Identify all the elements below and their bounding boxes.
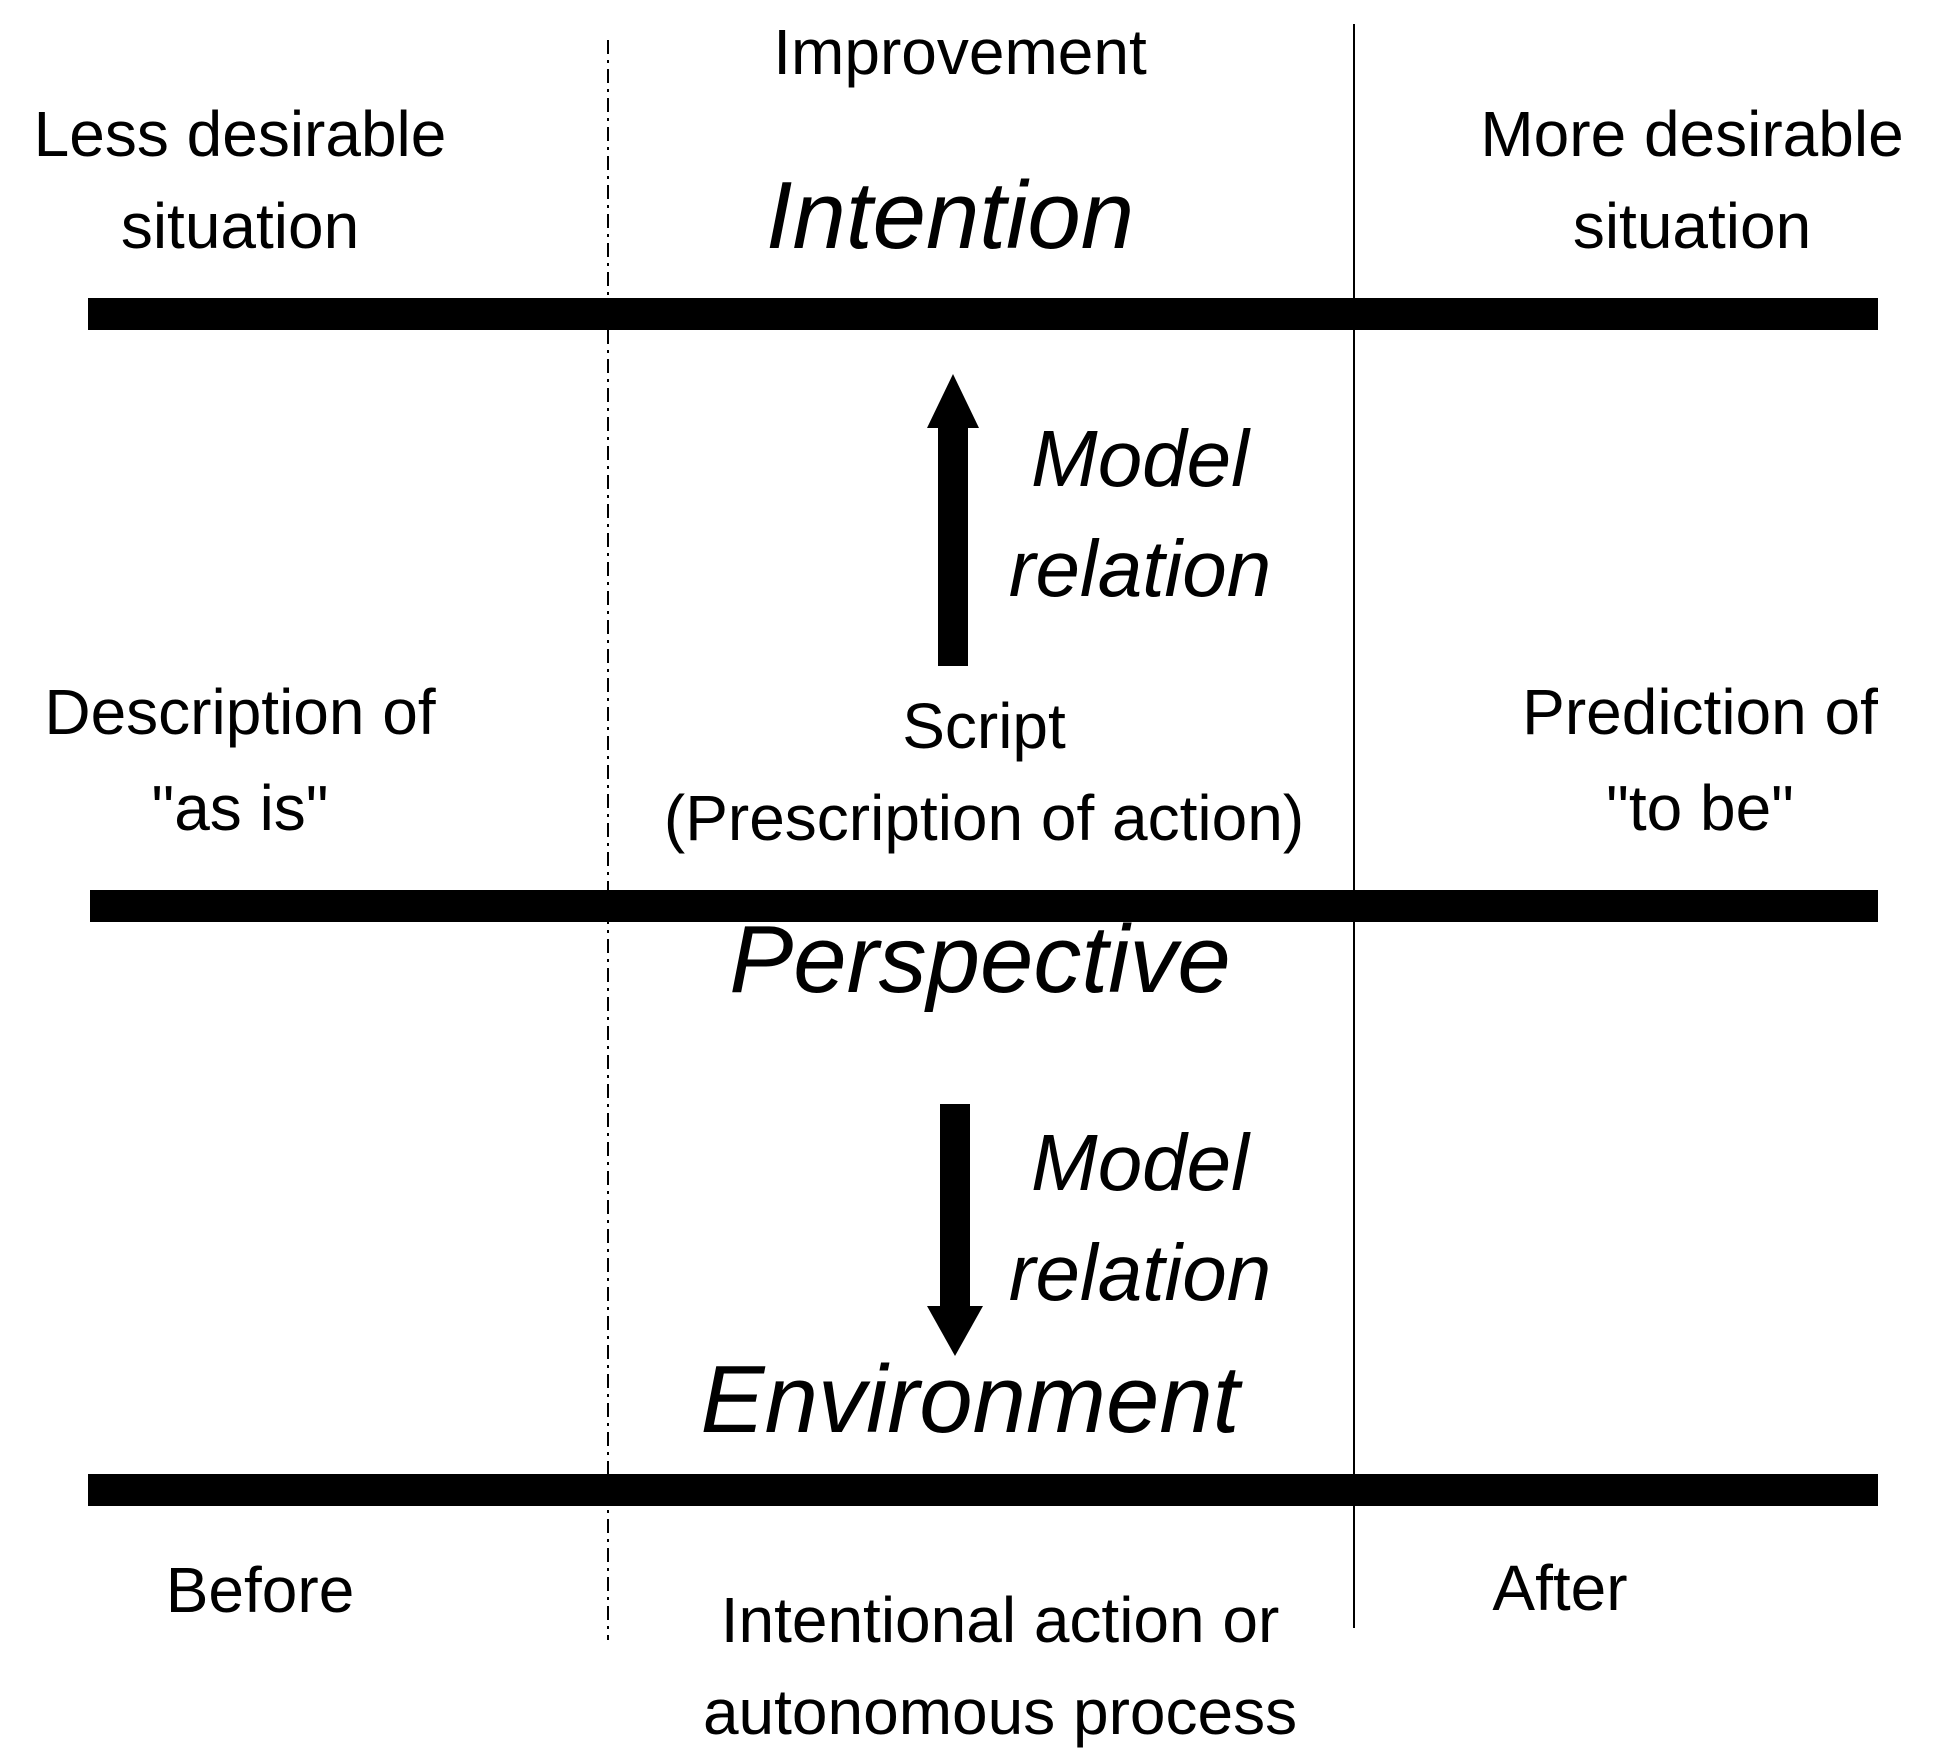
before-label: Before bbox=[165, 1554, 355, 1626]
environment-level-bar bbox=[88, 1474, 1878, 1506]
description-as-is-label: Description of"as is" bbox=[44, 676, 436, 844]
perspective-label: Perspective bbox=[729, 906, 1231, 1013]
environment-label: Environment bbox=[700, 1346, 1240, 1453]
script-label: Script(Prescription of action) bbox=[663, 690, 1305, 854]
improvement-label: Improvement bbox=[773, 16, 1147, 88]
down-arrow-icon bbox=[927, 1104, 983, 1356]
intention-level-bar bbox=[88, 298, 1878, 330]
prediction-to-be-label: Prediction of"to be" bbox=[1522, 676, 1878, 844]
perspective-level-bar bbox=[90, 890, 1878, 922]
up-arrow-icon bbox=[927, 374, 979, 666]
intention-label: Intention bbox=[765, 162, 1135, 269]
after-label: After bbox=[1492, 1552, 1628, 1624]
